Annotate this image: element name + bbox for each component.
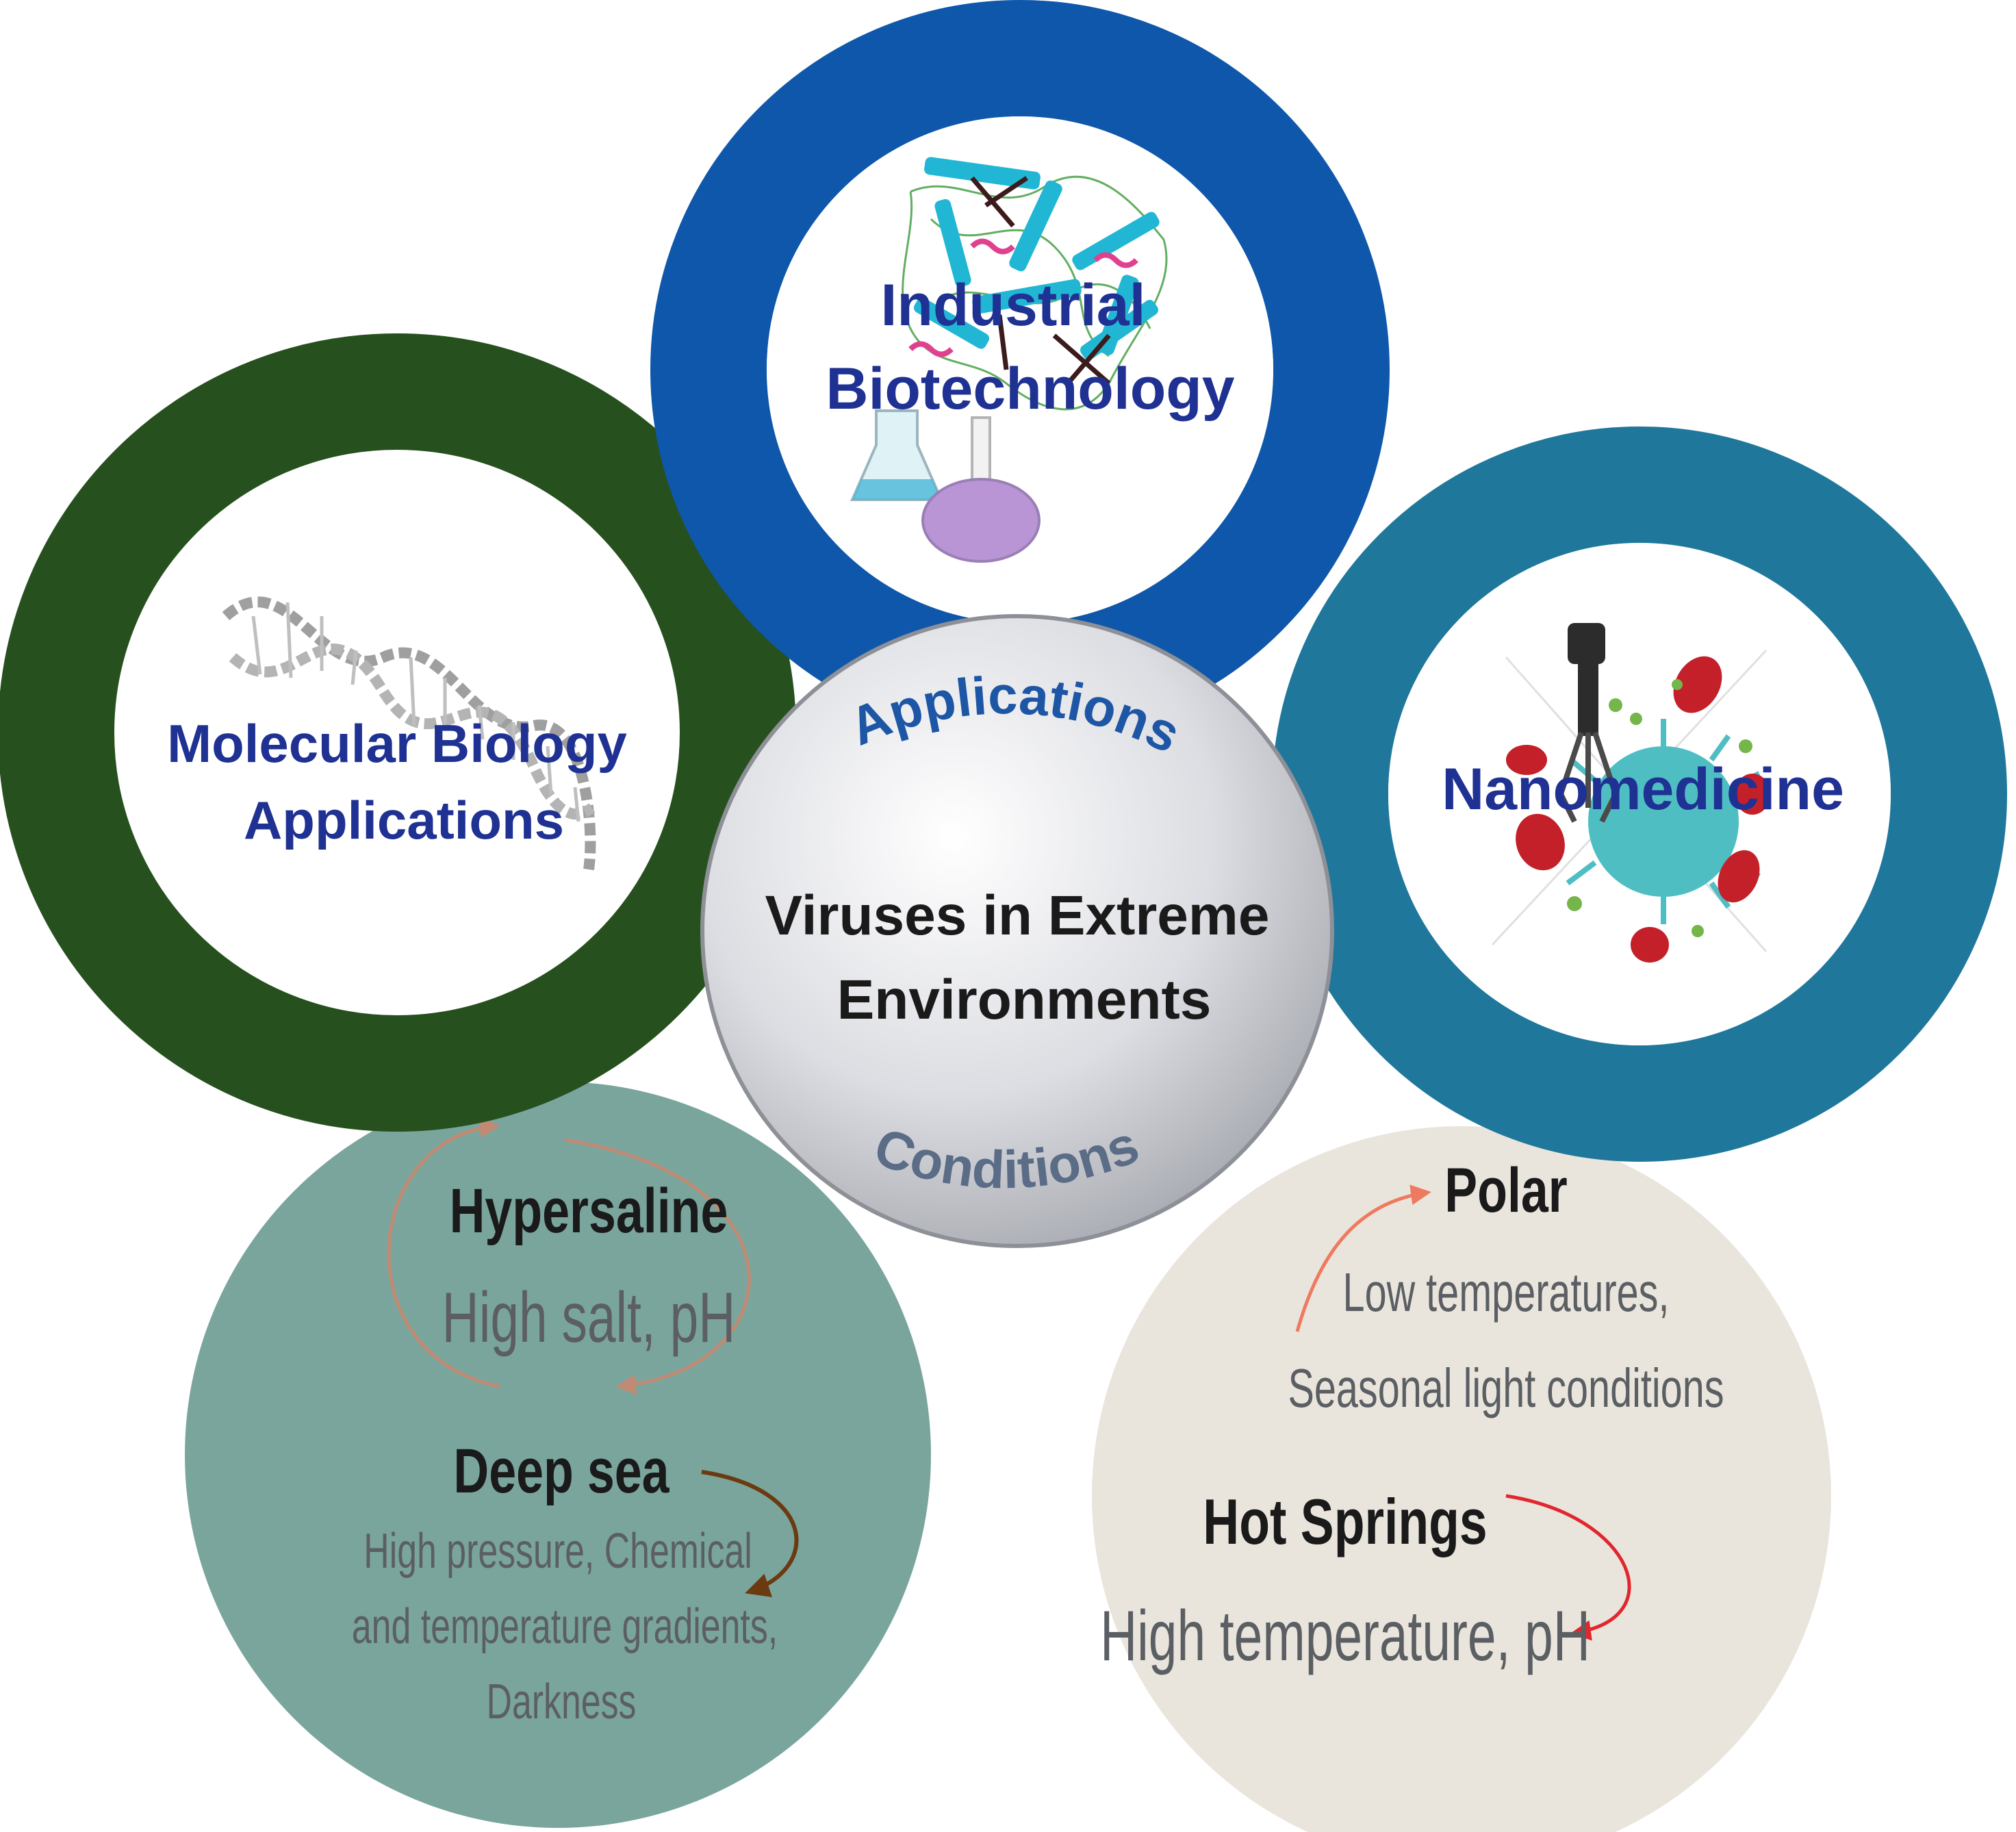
application-industrial-biotechnology: Industrial Biotechnology [650, 0, 1390, 739]
nanorobot-virus-blood-cells-icon [1491, 623, 1770, 963]
cycle-arrow-down [564, 1138, 751, 1395]
polar-title: Polar [1444, 1155, 1567, 1225]
polar-desc-1: Low temperatures, [1343, 1262, 1670, 1323]
polar-desc-2: Seasonal light conditions [1288, 1358, 1724, 1419]
nanomedicine-label: Nanomedicine [1442, 756, 1844, 822]
molecular-label-1: Molecular Biology [167, 713, 627, 774]
hot-springs-desc: High temperature, pH [1100, 1596, 1590, 1676]
application-molecular-biology: Molecular Biology Applications [0, 333, 796, 1132]
center-title-2: Environments [837, 969, 1212, 1031]
molecular-label-2: Applications [244, 790, 564, 850]
condition-circle-right: Polar Low temperatures, Seasonal light c… [1092, 1126, 1831, 1832]
deep-sea-desc-3: Darkness [487, 1675, 637, 1729]
center-circle: Applications Conditions Viruses in Extre… [700, 614, 1334, 1248]
protein-structure-and-flasks-icon [850, 157, 1168, 563]
industrial-label-2: Biotechnology [826, 356, 1234, 422]
cycle-arrow-up [387, 1117, 500, 1388]
condition-circle-left: Hypersaline High salt, pH Deep sea High … [185, 1082, 931, 1828]
industrial-label-1: Industrial [880, 272, 1145, 338]
deep-sea-desc-2: and temperature gradients, [352, 1599, 778, 1654]
center-title-1: Viruses in Extreme [765, 885, 1270, 947]
hot-springs-arrow [1505, 1494, 1631, 1641]
hypersaline-title: Hypersaline [450, 1175, 728, 1246]
dna-helix-icon [222, 596, 596, 871]
deep-sea-title: Deep sea [453, 1436, 669, 1506]
application-nanomedicine: Nanomedicine [1272, 427, 2007, 1162]
hypersaline-desc: High salt, pH [442, 1278, 736, 1358]
deep-sea-arrow [701, 1470, 799, 1597]
polar-arrow [1295, 1184, 1431, 1332]
deep-sea-desc-1: High pressure, Chemical [363, 1524, 752, 1579]
hot-springs-title: Hot Springs [1203, 1486, 1487, 1557]
